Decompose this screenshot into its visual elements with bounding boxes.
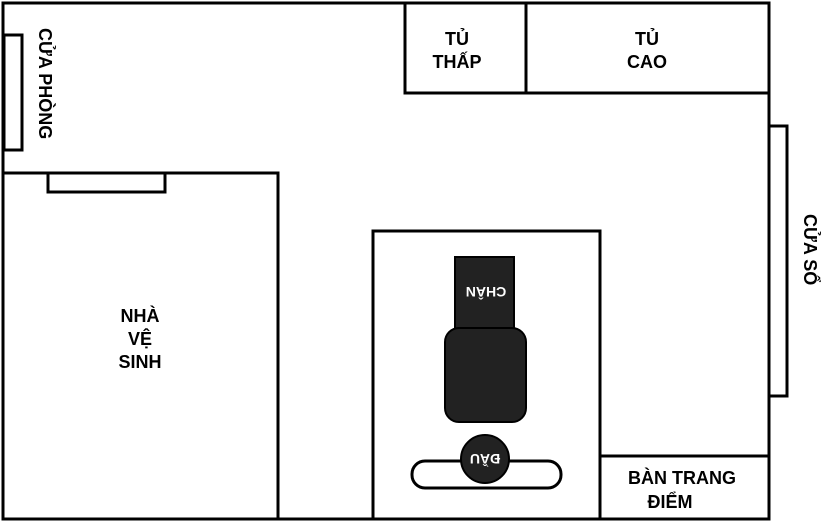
- bathroom-label-1: NHÀ: [121, 305, 160, 326]
- dresser-label-2: ĐIỂM: [648, 491, 693, 512]
- bed-foot-label: CHÂN: [466, 284, 506, 301]
- window: [767, 124, 789, 398]
- low-cabinet: [403, 1, 528, 95]
- person-body: [444, 327, 527, 423]
- window-label: CỬA SỔ: [800, 214, 821, 285]
- bed-head-label: ĐẦU: [470, 451, 500, 467]
- tall-cabinet: [524, 1, 771, 95]
- dresser-label-1: BÀN TRANG: [628, 467, 736, 488]
- tall-cabinet-label-2: CAO: [627, 52, 667, 72]
- tall-cabinet-label-1: TỦ: [635, 28, 659, 49]
- bathroom-label-3: SINH: [118, 352, 161, 372]
- low-cabinet-label-1: TỦ: [445, 28, 469, 49]
- low-cabinet-label-2: THẤP: [433, 51, 482, 72]
- dresser: [598, 454, 771, 521]
- bathroom-door: [46, 171, 167, 194]
- bathroom-label-2: VỆ: [128, 328, 152, 349]
- door: [2, 33, 24, 152]
- person-head: [460, 434, 510, 484]
- door-label: CỬA PHÒNG: [35, 28, 56, 139]
